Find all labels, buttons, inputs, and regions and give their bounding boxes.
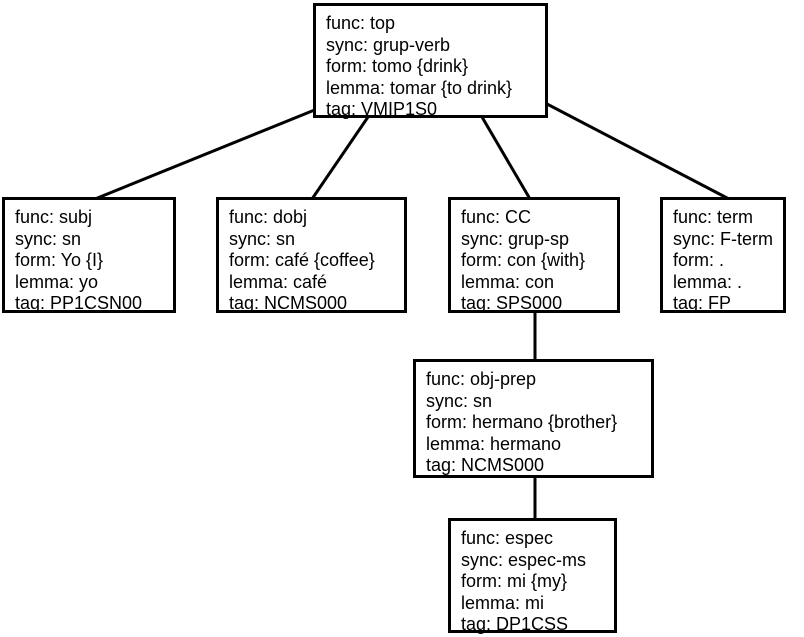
attr-tag: tag: FP [673, 293, 732, 313]
attr-form: form: hermano {brother} [426, 412, 618, 432]
attr-sync: sync: sn [15, 228, 82, 249]
node-dobj: func: dobj sync: sn form: café {coffee} … [216, 197, 407, 313]
attr-sync: sync: sn [229, 228, 296, 249]
node-top: func: top sync: grup-verb form: tomo {dr… [313, 3, 548, 119]
attr-sync: sync: grup-sp [461, 228, 570, 249]
attr-func: func: espec [461, 528, 554, 548]
edge-top-dobj [310, 116, 370, 200]
attr-func: func: obj-prep [426, 369, 537, 389]
attr-lemma: lemma: con [461, 271, 555, 292]
attr-func: func: top [326, 13, 396, 33]
attr-lemma: lemma: hermano [426, 433, 562, 454]
edge-top-term [546, 102, 730, 201]
attr-sync: sync: grup-verb [326, 34, 451, 55]
attr-func: func: CC [461, 207, 532, 227]
attr-form: form: Yo {I} [15, 250, 104, 270]
attr-sync: sync: sn [426, 390, 493, 411]
attr-tag: tag: NCMS000 [426, 455, 545, 475]
edge-top-subj [94, 107, 318, 201]
attr-form: form: con {with} [461, 250, 586, 270]
attr-lemma: lemma: yo [15, 271, 99, 292]
node-term: func: term sync: F-term form: . lemma: .… [660, 197, 786, 313]
attr-sync: sync: F-term [673, 228, 774, 249]
attr-lemma: lemma: tomar {to drink} [326, 77, 513, 98]
attr-form: form: . [673, 250, 725, 270]
attr-form: form: tomo {drink} [326, 56, 469, 76]
node-espec: func: espec sync: espec-ms form: mi {my}… [448, 518, 617, 634]
attr-tag: tag: NCMS000 [229, 293, 348, 313]
attr-func: func: dobj [229, 207, 308, 227]
attr-func: func: term [673, 207, 754, 227]
attr-lemma: lemma: . [673, 271, 743, 292]
attr-tag: tag: DP1CSS [461, 614, 569, 634]
attr-tag: tag: PP1CSN00 [15, 293, 143, 313]
attr-tag: tag: VMIP1S0 [326, 99, 438, 119]
attr-sync: sync: espec-ms [461, 549, 587, 570]
attr-form: form: café {coffee} [229, 250, 375, 270]
edge-top-cc [480, 116, 532, 200]
attr-tag: tag: SPS000 [461, 293, 563, 313]
node-cc: func: CC sync: grup-sp form: con {with} … [448, 197, 620, 313]
node-obj-prep: func: obj-prep sync: sn form: hermano {b… [413, 359, 654, 478]
attr-form: form: mi {my} [461, 571, 568, 591]
attr-func: func: subj [15, 207, 93, 227]
attr-lemma: lemma: mi [461, 592, 545, 613]
attr-lemma: lemma: café [229, 271, 328, 292]
node-subj: func: subj sync: sn form: Yo {I} lemma: … [2, 197, 176, 313]
